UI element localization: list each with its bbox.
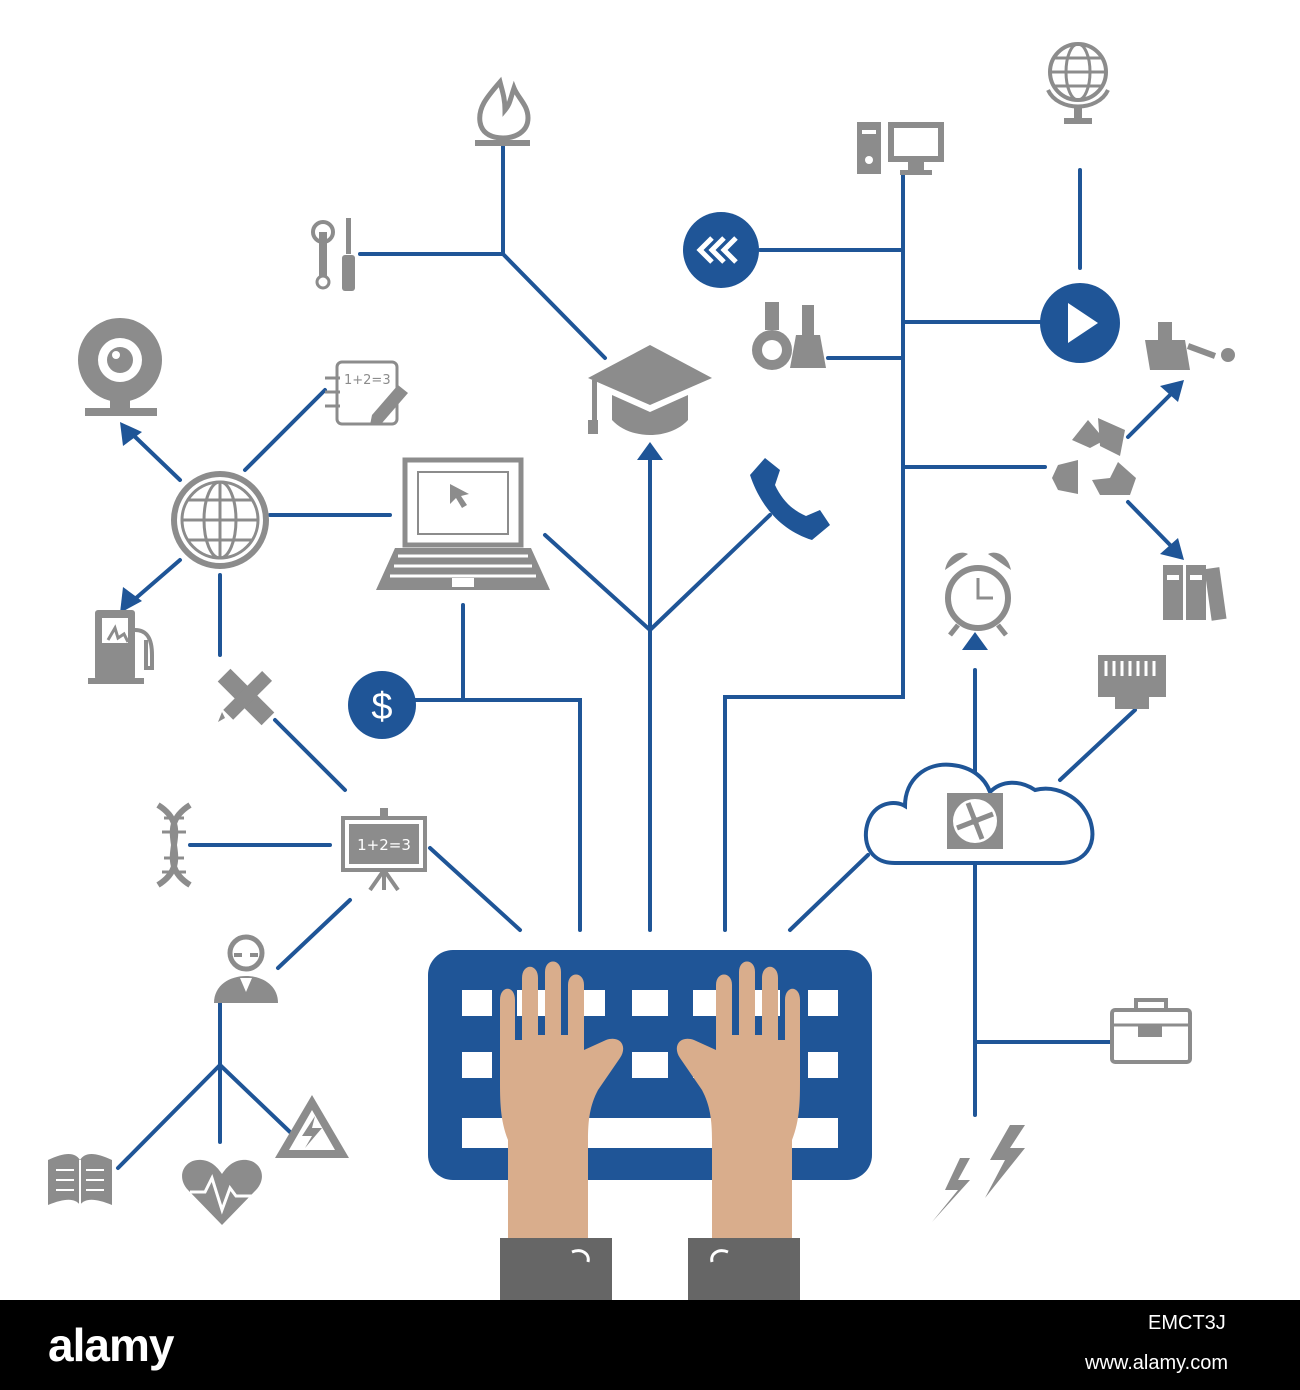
left-hand (500, 961, 624, 1300)
phone-icon[interactable] (750, 458, 830, 540)
person-icon (214, 934, 278, 1003)
world-icon[interactable] (171, 471, 269, 569)
heartbeat-icon (182, 1159, 262, 1225)
keyboard-icon[interactable] (428, 950, 872, 1180)
recycle-icon (1052, 418, 1136, 495)
notepad-pencil-icon: 1+2=3 (325, 360, 408, 426)
rewind-icon[interactable] (683, 212, 759, 288)
diagram-canvas: 1+2=3 $ (48, 42, 1235, 1300)
right-hand (676, 961, 800, 1300)
image-id: EMCT3J (1148, 1312, 1226, 1334)
book-icon (48, 1154, 112, 1205)
globe-icon (1046, 42, 1110, 124)
fire-icon (475, 76, 531, 146)
dollar-icon[interactable]: $ (348, 671, 416, 739)
binders-icon (1163, 565, 1227, 621)
graduation-cap-icon (588, 345, 712, 435)
dna-icon (156, 802, 192, 888)
site-url: www.alamy.com (1085, 1352, 1228, 1374)
ethernet-icon (1098, 655, 1166, 709)
laptop-icon (376, 457, 550, 590)
watermark-bar (0, 1300, 1300, 1390)
board-equation: 1+2=3 (357, 836, 411, 854)
wrench-screwdriver-icon (311, 218, 355, 291)
blackboard-icon: 1+2=3 (341, 808, 427, 892)
arrow-heads (120, 380, 1184, 650)
lightning-icon (932, 1125, 1025, 1222)
fuel-pump-icon (88, 610, 154, 684)
ruler-pencil-icon (217, 668, 275, 726)
play-icon[interactable] (1040, 283, 1120, 363)
warning-icon (275, 1095, 349, 1158)
briefcase-icon (1110, 998, 1192, 1064)
fan-icon (947, 793, 1003, 849)
flasks-icon (752, 302, 826, 370)
dollar-sign: $ (371, 686, 392, 728)
oil-can-icon (1145, 322, 1235, 370)
webcam-icon (78, 318, 162, 416)
computer-monitor-icon (857, 122, 944, 175)
alarm-clock-icon (945, 552, 1011, 637)
alamy-logo: alamy (48, 1319, 174, 1371)
notepad-equation: 1+2=3 (344, 373, 391, 388)
